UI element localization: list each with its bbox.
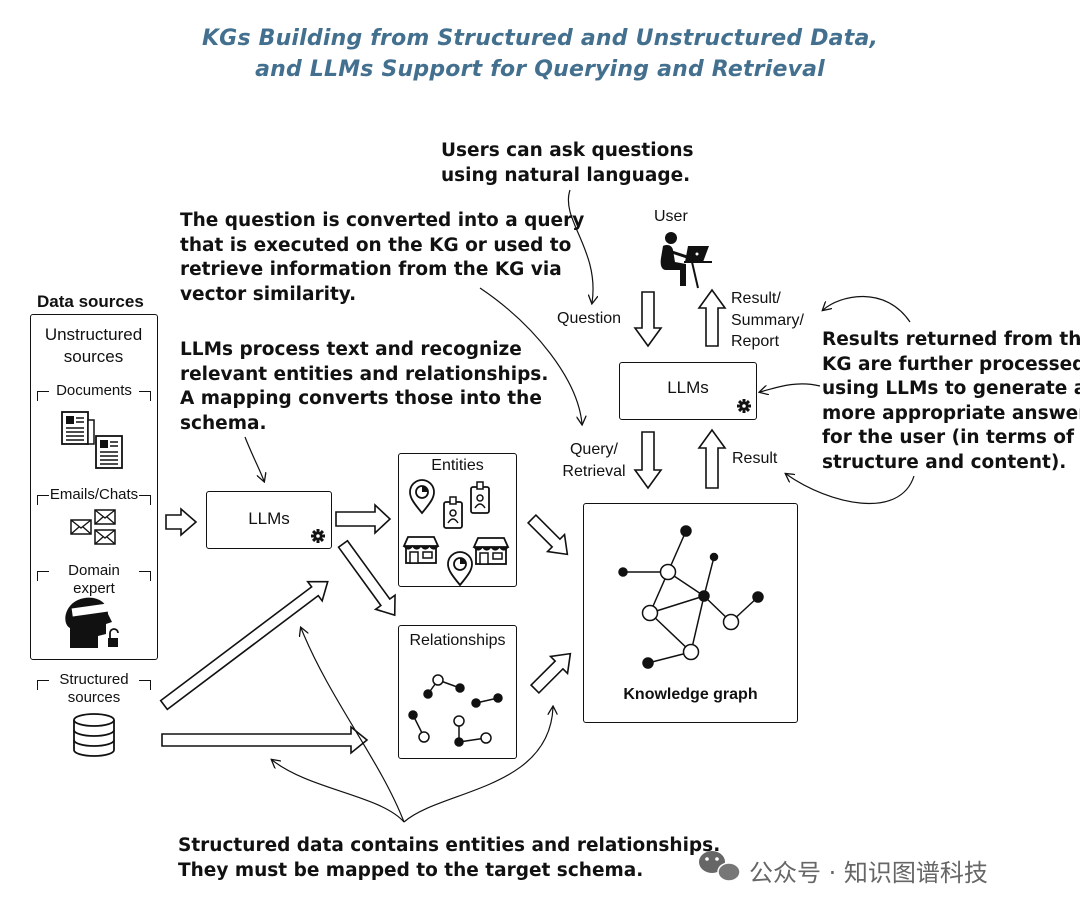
user-label: User — [654, 208, 688, 225]
data-sources-heading: Data sources — [37, 292, 144, 311]
diagram-title-line2: and LLMs Support for Querying and Retrie… — [255, 57, 825, 82]
entities-icons — [403, 479, 509, 586]
wechat-icon — [699, 851, 741, 882]
annotation-question-converted: The question is converted into a query t… — [180, 210, 585, 305]
knowledge-graph-box — [583, 503, 798, 723]
gear-icon — [737, 399, 751, 413]
annotation-curves — [244, 189, 915, 823]
id-badge-icon — [470, 481, 490, 514]
block-arrows — [159, 288, 727, 755]
expert-head-icon — [65, 597, 119, 648]
annotation-results-returned: Results returned from the KG are further… — [822, 329, 1080, 473]
user-laptop-icon — [660, 232, 712, 289]
unstructured-sources-label: Unstructured sources — [44, 325, 143, 366]
result-label: Result — [732, 450, 778, 467]
shop-icon — [403, 536, 439, 564]
emails-chats-label: Emails/Chats — [37, 486, 151, 505]
map-pin-icon — [409, 479, 435, 514]
document-icon — [61, 411, 123, 469]
knowledge-graph-label: Knowledge graph — [623, 686, 758, 703]
documents-label: Documents — [37, 382, 151, 401]
entities-label: Entities — [431, 457, 484, 474]
relationships-label: Relationships — [409, 632, 506, 649]
structured-sources-label: Structured sources — [37, 671, 151, 707]
llms-extraction-label: LLMs — [248, 509, 290, 528]
relationships-icons — [408, 674, 503, 747]
llms-answer-label: LLMs — [667, 378, 709, 397]
database-icon — [73, 713, 115, 757]
result-summary-label: Result/ Summary/ Report — [731, 290, 804, 350]
gear-icon — [311, 529, 325, 543]
llms-answer-box — [619, 362, 757, 420]
id-badge-icon — [443, 496, 463, 529]
diagram-title-line1: KGs Building from Structured and Unstruc… — [201, 26, 879, 51]
domain-expert-label: Domain expert — [37, 562, 151, 598]
map-pin-icon — [447, 551, 473, 586]
knowledge-graph-network — [618, 525, 764, 669]
watermark-text: 公众号 · 知识图谱科技 — [749, 859, 988, 887]
question-label: Question — [557, 310, 622, 327]
query-retrieval-label: Query/ Retrieval — [562, 441, 626, 480]
annotation-users-ask: Users can ask questions using natural la… — [441, 140, 694, 186]
shop-icon — [473, 537, 509, 565]
annotation-structured-data: Structured data contains entities and re… — [178, 835, 721, 881]
annotation-llms-process: LLMs process text and recognize relevant… — [180, 339, 549, 434]
email-icon — [70, 509, 116, 545]
llms-extraction-box — [206, 491, 332, 549]
